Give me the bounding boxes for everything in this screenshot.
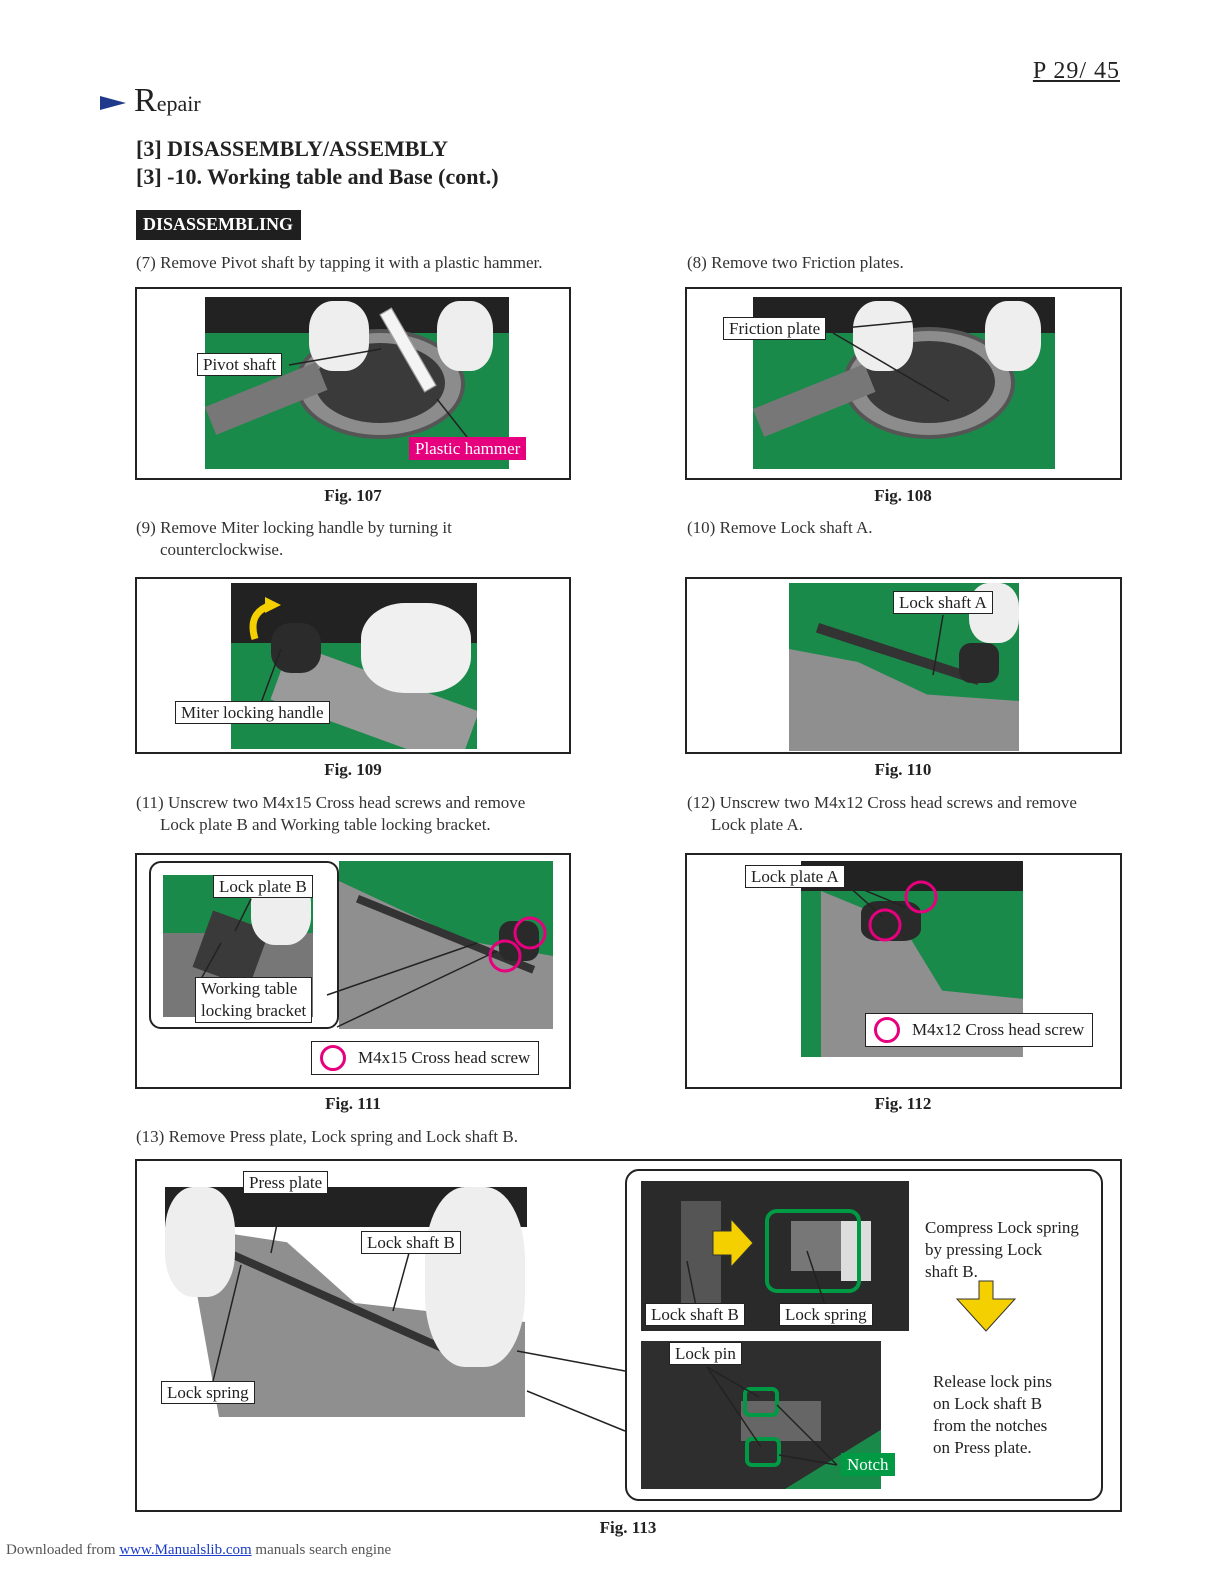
label-lock-spring-inset: Lock spring	[779, 1303, 873, 1326]
footer-link[interactable]: www.Manualslib.com	[119, 1542, 252, 1558]
step-8: (8) Remove two Friction plates.	[687, 253, 904, 272]
caption-fig-109: Fig. 109	[324, 760, 382, 779]
photo-107	[205, 297, 509, 469]
label-bracket-line-1: Working table	[201, 979, 298, 998]
note-release-line-4: on Press plate.	[933, 1438, 1032, 1457]
footer: Downloaded from www.Manualslib.com manua…	[6, 1542, 391, 1559]
figure-108: Friction plate	[685, 287, 1122, 480]
label-lock-plate-a: Lock plate A	[745, 865, 845, 888]
step-9-line-2: counterclockwise.	[160, 540, 284, 559]
legend-m4x12: M4x12 Cross head screw	[865, 1013, 1094, 1047]
figure-109: Miter locking handle	[135, 577, 571, 754]
label-lock-pin: Lock pin	[669, 1342, 742, 1365]
legend-m4x15-text: M4x15 Cross head screw	[358, 1048, 531, 1067]
page-number: P 29/ 45	[1032, 58, 1120, 84]
label-lock-shaft-b-inset: Lock shaft B	[645, 1303, 745, 1326]
note-release: Release lock pins on Lock shaft B from t…	[933, 1371, 1052, 1459]
figure-112: Lock plate A M4x12 Cross head screw	[685, 853, 1122, 1089]
footer-prefix: Downloaded from	[6, 1542, 120, 1558]
inset-113: Lock shaft B Lock spring Lock pin Notch …	[625, 1169, 1103, 1501]
note-release-line-1: Release lock pins	[933, 1372, 1052, 1391]
caption-fig-113: Fig. 113	[599, 1518, 657, 1537]
note-release-line-2: on Lock shaft B	[933, 1394, 1043, 1413]
photo-113-main	[165, 1187, 527, 1419]
label-lock-shaft-b: Lock shaft B	[361, 1231, 461, 1254]
step-9-line-1: (9) Remove Miter locking handle by turni…	[136, 518, 452, 537]
heading-disassembly: [3] DISASSEMBLY/ASSEMBLY	[136, 136, 448, 161]
step-10: (10) Remove Lock shaft A.	[687, 518, 873, 537]
screw-ring-icon	[320, 1045, 346, 1071]
figure-110: Lock shaft A	[685, 577, 1122, 754]
legend-m4x12-text: M4x12 Cross head screw	[912, 1020, 1085, 1039]
step-12-line-1: (12) Unscrew two M4x12 Cross head screws…	[687, 793, 1077, 812]
label-press-plate: Press plate	[243, 1171, 329, 1194]
figure-107: Pivot shaft Plastic hammer	[135, 287, 571, 480]
label-pivot-shaft: Pivot shaft	[197, 353, 283, 376]
disassembling-badge: DISASSEMBLING	[136, 210, 302, 240]
caption-fig-108: Fig. 108	[874, 486, 932, 505]
figure-113: Lock shaft B Lock spring Lock pin Notch …	[135, 1159, 1122, 1512]
step-11-line-2: Lock plate B and Working table locking b…	[160, 815, 491, 834]
note-compress-line-1: Compress Lock spring	[925, 1218, 1079, 1237]
step-7: (7) Remove Pivot shaft by tapping it wit…	[136, 253, 543, 272]
step-11-line-1: (11) Unscrew two M4x15 Cross head screws…	[136, 793, 526, 812]
step-12-line-2: Lock plate A.	[711, 815, 804, 834]
label-lock-shaft-a: Lock shaft A	[893, 591, 993, 614]
section-title: Repair	[134, 82, 201, 120]
caption-fig-112: Fig. 112	[874, 1094, 932, 1113]
label-working-table-bracket: Working table locking bracket	[195, 977, 313, 1023]
step-13: (13) Remove Press plate, Lock spring and…	[136, 1127, 518, 1146]
photo-108	[753, 297, 1055, 469]
label-notch: Notch	[841, 1453, 895, 1476]
note-compress: Compress Lock spring by pressing Lock sh…	[925, 1217, 1079, 1283]
screw-ring-icon	[874, 1017, 900, 1043]
section-title-rest: epair	[156, 91, 201, 116]
caption-fig-111: Fig. 111	[325, 1094, 381, 1113]
step-11: (11) Unscrew two M4x15 Cross head screws…	[136, 792, 525, 836]
label-friction-plate: Friction plate	[723, 317, 827, 340]
step-9: (9) Remove Miter locking handle by turni…	[136, 517, 452, 561]
label-lock-spring: Lock spring	[161, 1381, 255, 1404]
label-bracket-line-2: locking bracket	[201, 1001, 307, 1020]
photo-109	[231, 583, 477, 749]
legend-m4x15: M4x15 Cross head screw	[311, 1041, 540, 1075]
label-lock-plate-b: Lock plate B	[213, 875, 313, 898]
caption-fig-110: Fig. 110	[874, 760, 932, 779]
note-release-line-3: from the notches	[933, 1416, 1048, 1435]
figure-111: Lock plate B Working table locking bracke…	[135, 853, 571, 1089]
photo-111-main	[339, 861, 553, 1029]
label-miter-locking-handle: Miter locking handle	[175, 701, 330, 724]
section-title-initial: R	[134, 82, 157, 119]
section-arrow-icon	[100, 96, 126, 110]
caption-fig-107: Fig. 107	[324, 486, 382, 505]
heading-working-table: [3] -10. Working table and Base (cont.)	[136, 164, 499, 189]
note-compress-line-3: shaft B.	[925, 1262, 978, 1281]
footer-suffix: manuals search engine	[251, 1542, 392, 1558]
label-plastic-hammer: Plastic hammer	[409, 437, 527, 460]
step-12: (12) Unscrew two M4x12 Cross head screws…	[687, 792, 1077, 836]
note-compress-line-2: by pressing Lock	[925, 1240, 1043, 1259]
